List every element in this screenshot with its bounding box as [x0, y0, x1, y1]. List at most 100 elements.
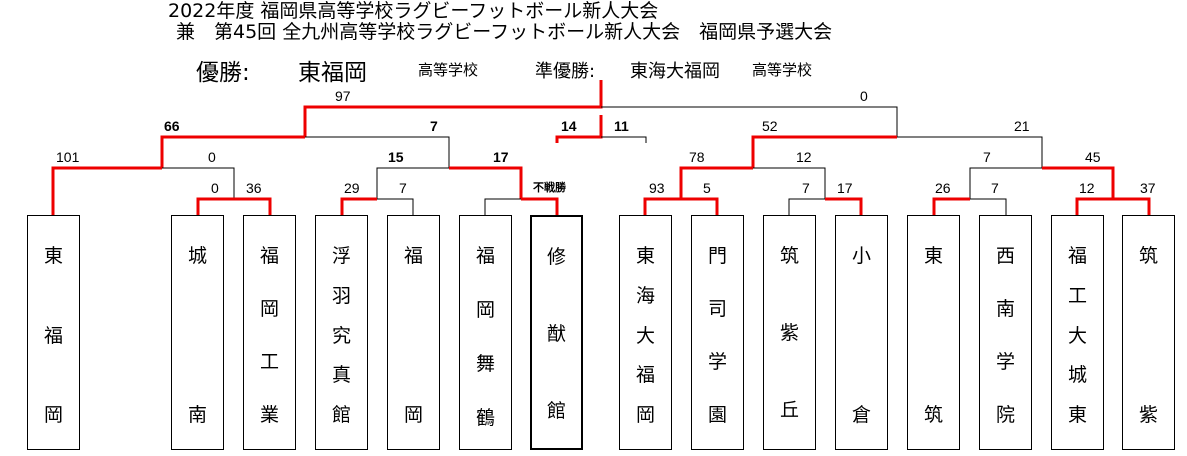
- bracket-line-left-qf1-winner: [51, 166, 162, 215]
- team-char: 紫: [779, 322, 799, 344]
- team-char: 西: [995, 245, 1015, 267]
- team-name-fukuokamaizuru: 福 岡 舞 鶴: [460, 216, 511, 449]
- bracket-line-right-qf2-winner: [1042, 166, 1115, 199]
- bracket-line-r1-moji-loser: [681, 197, 719, 215]
- team-char: 岡: [635, 404, 655, 426]
- team-name-jonan: 城 南: [172, 216, 223, 449]
- team-char: 館: [546, 400, 566, 422]
- bracket-line-r1-jotou-loser: [1075, 197, 1113, 215]
- team-char: 岡: [475, 299, 495, 321]
- team-char: 海: [635, 284, 655, 307]
- bracket-line-left-semi-winner: [160, 135, 305, 168]
- champion-label: 優勝:: [196, 60, 250, 86]
- score-r1-fukuoka: 7: [399, 180, 407, 196]
- team-char: 福: [43, 324, 63, 347]
- team-char: 門: [707, 245, 727, 267]
- bracket-line-right-qf1-loser: [753, 167, 826, 199]
- team-name-kokura: 小 倉: [836, 216, 887, 449]
- score-r1-ukiha: 29: [344, 180, 360, 196]
- team-char: 司: [707, 298, 727, 320]
- bracket-line-r1-seinan-loser: [970, 198, 1007, 215]
- team-char: 南: [995, 298, 1015, 320]
- team-char: 猷: [546, 323, 566, 345]
- bracket-line-r1-tokai-winner: [643, 197, 681, 215]
- bracket-line-final-winner: [303, 80, 603, 137]
- team-box-chikushi: 筑 紫: [1122, 215, 1175, 450]
- team-char: 筑: [779, 245, 799, 267]
- team-char: 真: [331, 364, 351, 387]
- team-char: 学: [707, 351, 727, 373]
- team-char: 岡: [43, 404, 63, 426]
- score-r1-chikushigaoka: 7: [802, 180, 810, 196]
- team-char: 岡: [259, 298, 279, 320]
- team-char: 鶴: [475, 407, 495, 429]
- bracket-line-r1-jonan-loser: [196, 197, 234, 215]
- bracket-line-left-semi-loser: [305, 136, 450, 168]
- bracket-line-right-qf2-loser: [969, 167, 1042, 199]
- score-right-semi-right: 21: [1014, 118, 1030, 134]
- score-left-qf2-right: 17: [493, 149, 509, 165]
- team-char: 東: [43, 245, 63, 267]
- bracket-line-third-place-loser: [601, 136, 647, 143]
- team-char: 筑: [923, 404, 943, 426]
- score-left-qf2-left: 15: [388, 149, 404, 165]
- score-left-semi-right: 7: [430, 118, 438, 134]
- team-box-shuyukan: 修 猷 館: [530, 215, 583, 450]
- title-line-2: 兼 第45回 全九州高等学校ラグビーフットボール新人大会 福岡県予選大会: [176, 21, 833, 43]
- bracket-line-right-qf1-winner: [679, 166, 753, 199]
- team-char: 福: [259, 245, 279, 267]
- team-char: 工: [259, 351, 279, 373]
- score-r1-chikushi: 37: [1140, 180, 1156, 196]
- team-char: 舞: [475, 353, 495, 375]
- team-box-tokaidaifukuoka: 東 海 大 福 岡: [619, 215, 672, 450]
- team-char: 福: [475, 245, 495, 267]
- team-box-mojigakuen: 門 司 学 園: [691, 215, 744, 450]
- team-box-fukukodaijoto: 福 工 大 城 東: [1051, 215, 1104, 450]
- team-char: 城: [187, 245, 207, 267]
- team-name-mojigakuen: 門 司 学 園: [692, 216, 743, 449]
- score-final-right: 0: [860, 88, 868, 104]
- score-right-qf2-left: 7: [983, 149, 991, 165]
- team-box-seinangakuin: 西 南 学 院: [979, 215, 1032, 450]
- runnerup-name: 東海大福岡: [630, 61, 720, 82]
- bracket-line-left-qf1-loser: [162, 167, 235, 199]
- title-line-1: 2022年度 福岡県高等学校ラグビーフットボール新人大会: [168, 0, 659, 22]
- score-right-qf1-left: 78: [689, 149, 705, 165]
- team-char: 丘: [779, 399, 799, 421]
- score-r1-jonan: 0: [211, 180, 219, 196]
- bracket-line-r1-chikushi-winner: [1113, 197, 1151, 215]
- score-left-qf1-left: 101: [56, 149, 80, 165]
- bracket-line-r1-kokura-winner: [825, 197, 863, 215]
- team-name-shuyukan: 修 猷 館: [532, 217, 581, 448]
- champion-name: 東福岡: [298, 60, 367, 86]
- score-right-semi-left: 52: [762, 118, 778, 134]
- team-char: 紫: [1138, 404, 1158, 426]
- bracket-line-r1-ukiha-winner: [340, 197, 377, 215]
- walkover-note: 不戦勝: [533, 180, 567, 194]
- team-box-higashifukuoka: 東 福 岡: [27, 215, 80, 450]
- team-char: 究: [331, 324, 351, 347]
- runnerup-label: 準優勝:: [535, 61, 596, 82]
- team-box-fukuokamaizuru: 福 岡 舞 鶴: [459, 215, 512, 450]
- team-char: 小: [851, 245, 871, 267]
- bracket-line-right-semi-loser: [897, 136, 1043, 168]
- score-final-left: 97: [335, 88, 351, 104]
- bracket-line-left-qf2-loser: [376, 167, 449, 199]
- team-char: 福: [403, 245, 423, 267]
- bracket-line-final-loser: [601, 106, 898, 137]
- team-char: 岡: [403, 404, 423, 426]
- bracket-line-r1-tochiku-winner: [932, 197, 970, 215]
- team-char: 学: [995, 351, 1015, 373]
- bracket-line-r1-fukuokakogyo-winner: [234, 197, 272, 215]
- score-r1-tochiku: 26: [935, 180, 951, 196]
- score-r1-kokura: 17: [837, 180, 853, 196]
- team-name-fukuokakogyo: 福 岡 工 業: [244, 216, 295, 449]
- team-char: 修: [546, 246, 566, 268]
- team-box-chikushigaoka: 筑 紫 丘: [763, 215, 816, 450]
- team-char: 館: [331, 404, 351, 426]
- team-char: 業: [259, 404, 279, 426]
- team-name-tokaidaifukuoka: 東 海 大 福 岡: [620, 216, 671, 449]
- team-name-fukukodaijoto: 福 工 大 城 東: [1052, 216, 1103, 449]
- score-r1-seinan: 7: [991, 180, 999, 196]
